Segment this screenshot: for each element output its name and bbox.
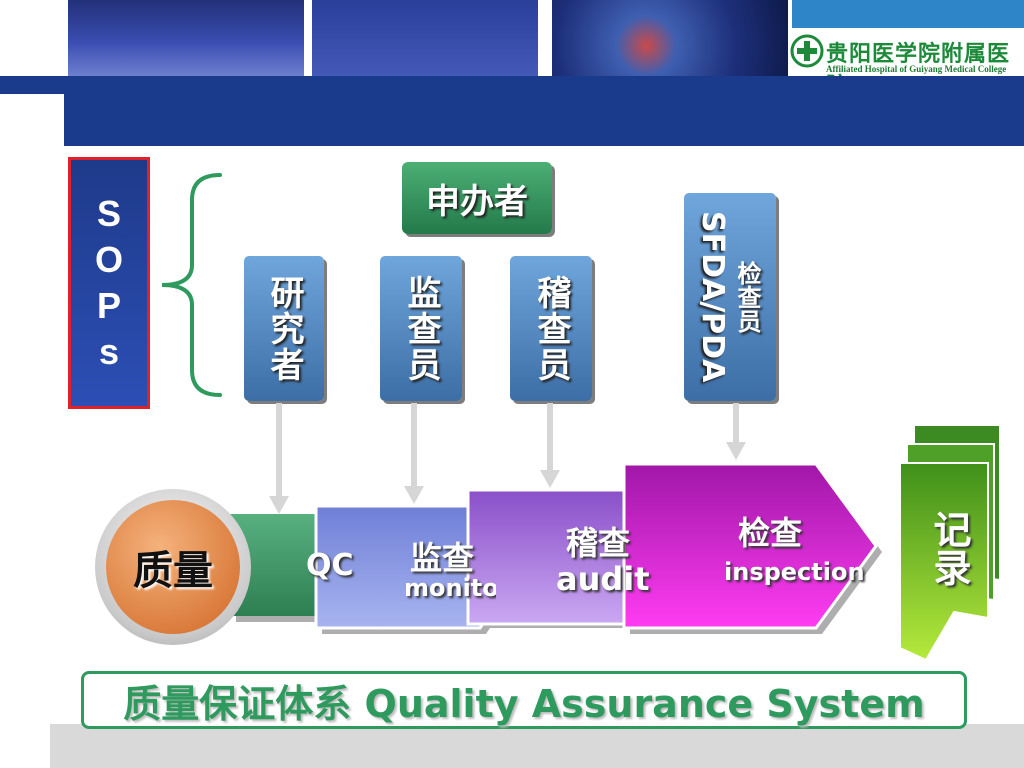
sfda-inspector-box: SFDA/PDA 检查员 — [684, 193, 776, 401]
arrow-monitor — [411, 403, 417, 489]
sfda-inspector-label: 检查员 — [733, 261, 761, 333]
sops-letter: O — [94, 239, 123, 280]
header-photo-3 — [552, 0, 788, 76]
auditor-label: 稽查员 — [531, 274, 571, 383]
header-notch — [0, 94, 64, 146]
arrow-auditor-head — [540, 470, 560, 488]
arrow-inspector — [733, 403, 739, 443]
qa-system-banner: 质量保证体系 Quality Assurance System — [81, 671, 967, 729]
header-blue-strip — [792, 0, 1024, 28]
qc-label: QC — [306, 548, 354, 583]
header-photo-1 — [68, 0, 304, 76]
monitor-en-label: monitor — [404, 574, 496, 602]
arrow-investigator — [276, 403, 282, 498]
hospital-logo — [788, 28, 1024, 76]
record-label: 记录 — [927, 510, 971, 586]
quality-label: 质量 — [133, 548, 213, 594]
record-sheet-front — [899, 462, 989, 662]
audit-cn-label: 稽查 — [566, 524, 631, 562]
investigator-box: 研究者 — [244, 256, 324, 401]
monitor-box: 监查员 — [380, 256, 462, 401]
quality-circle: 质量 — [106, 500, 240, 634]
hospital-cross-icon — [790, 34, 824, 68]
sponsor-label: 申办者 — [426, 181, 528, 222]
monitor-label: 监查员 — [401, 274, 441, 383]
audit-en-label: audit — [556, 560, 650, 598]
arrow-monitor-head — [404, 486, 424, 504]
down-arrows — [269, 403, 746, 514]
sponsor-box: 申办者 — [402, 162, 552, 234]
qa-system-title: 质量保证体系 Quality Assurance System — [123, 681, 925, 726]
footer-gray-band — [50, 724, 1024, 768]
hospital-name-en: Affiliated Hospital of Guiyang Medical C… — [826, 64, 1007, 74]
sops-box: S O P s — [68, 157, 150, 409]
monitor-cn-label: 监查 — [410, 539, 475, 577]
header-photo-2 — [312, 0, 538, 76]
arrow-inspector-head — [726, 442, 746, 460]
record-stack — [899, 424, 1001, 662]
arrow-auditor — [547, 403, 553, 473]
curly-brace — [161, 173, 222, 397]
sops-letter: s — [98, 331, 120, 372]
auditor-box: 稽查员 — [510, 256, 592, 401]
investigator-label: 研究者 — [264, 274, 304, 383]
arrow-investigator-head — [269, 496, 289, 514]
sops-letter: P — [96, 285, 121, 326]
inspection-cn-label: 检查 — [738, 514, 803, 552]
header-band — [0, 76, 1024, 146]
chevron-inspection — [622, 462, 878, 630]
inspection-en-label: inspection — [724, 558, 865, 586]
sops-letter: S — [96, 193, 121, 234]
sfda-label: SFDA/PDA — [695, 211, 730, 383]
